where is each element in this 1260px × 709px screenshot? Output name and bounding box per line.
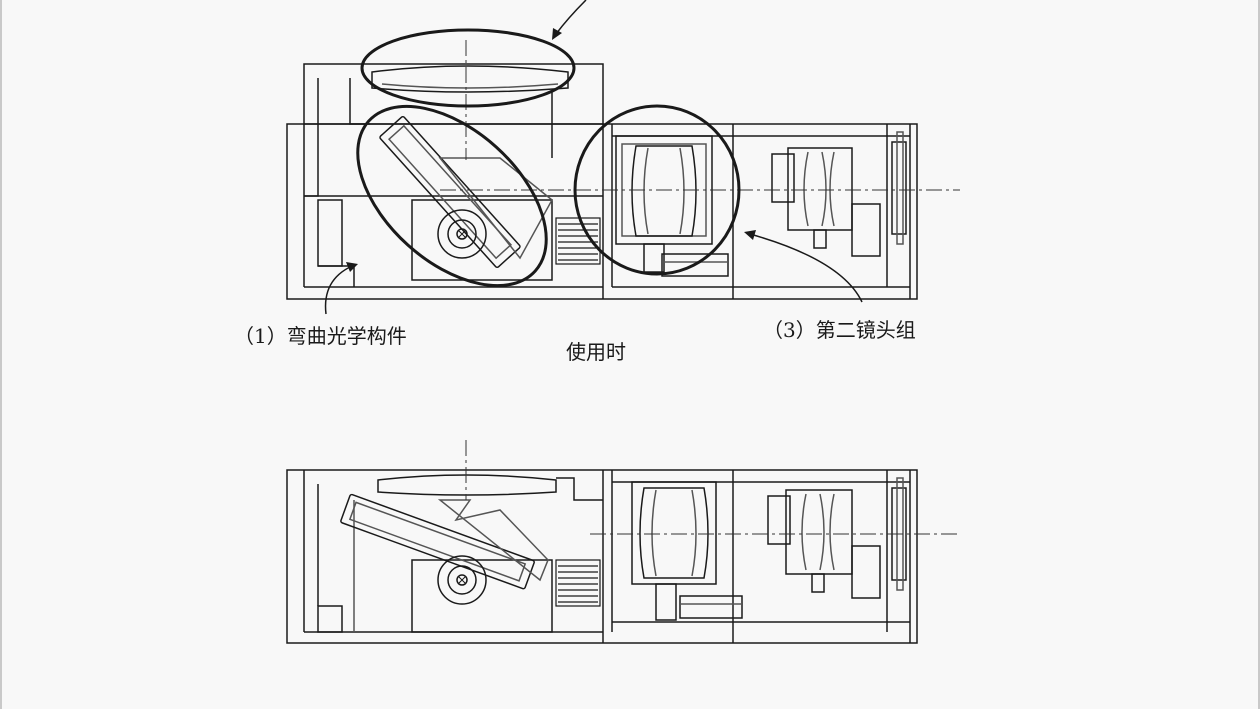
pivot-cross [458, 230, 466, 238]
lens3-bracket-top [771, 153, 795, 203]
callout-line-bending [324, 265, 353, 315]
pivot-cross-b [458, 576, 466, 584]
lens3-housing-top [787, 147, 853, 231]
left-bracket [317, 199, 343, 267]
lens3-block-bottom [851, 545, 881, 599]
prism-post [349, 78, 370, 125]
pivot-middle-b [447, 565, 477, 595]
sensor-edge-top [896, 131, 904, 245]
bending-mirror [379, 115, 521, 269]
callout-line-first-lens [555, 0, 587, 35]
top-lens [371, 65, 569, 93]
spring-top [555, 217, 601, 265]
pivot-outer-b [437, 555, 487, 605]
top-lens-retracted [377, 474, 557, 496]
housing-outer-bottom [286, 469, 918, 644]
mirror-wedge-b [437, 499, 549, 582]
lens3-stem-top [813, 229, 827, 249]
lens3-block-top [851, 203, 881, 257]
label-in-use: 使用时 [566, 340, 626, 364]
highlight-second-lens [573, 104, 741, 276]
lens3-housing-bottom [785, 489, 853, 575]
prism-housing-top [303, 63, 604, 125]
lens3-elements-top [803, 151, 835, 227]
highlight-bending-component [356, 104, 548, 288]
lens-slider-bottom [679, 595, 743, 619]
pivot-middle [447, 219, 477, 249]
lens3-elements-bottom [801, 493, 835, 571]
lens-module-bottom [631, 481, 717, 585]
lens-element-inner-bottom [651, 489, 697, 577]
spring-bottom [555, 559, 601, 607]
callout-arrowhead-first-lens [552, 28, 562, 40]
lens3-bracket-bottom [767, 495, 791, 545]
label-bending-optical-component: （1）弯曲光学构件 [234, 324, 407, 348]
lens-element-top [631, 145, 697, 237]
sensor-plate-top [891, 141, 907, 235]
lens-stem-top [643, 243, 665, 273]
left-border [0, 0, 2, 709]
pivot-center [456, 228, 468, 240]
assembly-retracted [286, 440, 960, 644]
bending-mirror-retracted [340, 493, 535, 590]
callout-arrowhead-second-lens [744, 230, 756, 240]
assembly-in-use [286, 0, 960, 315]
lens-slider-top [661, 253, 729, 277]
right-lens-step-b [556, 477, 603, 501]
left-inner-wall [304, 78, 319, 197]
lens-element-inner-top [643, 147, 685, 235]
rotation-base-b [411, 559, 553, 633]
pivot-outer [437, 209, 487, 259]
housing-outer-top [286, 123, 918, 300]
lens-element-bottom [639, 487, 709, 579]
lens3-stem-bottom [811, 573, 825, 593]
callout-arrowhead-bending [346, 262, 358, 272]
left-foot-b [317, 605, 343, 633]
top-lens-inner [381, 83, 559, 89]
label-second-lens-group: （3）第二镜头组 [763, 318, 916, 342]
right-border [1258, 0, 1260, 709]
callout-line-second-lens [749, 233, 863, 303]
highlight-first-lens [360, 28, 576, 108]
rotation-base [411, 199, 553, 281]
lens-stem-bottom [655, 583, 677, 621]
mirror-wedge [438, 157, 553, 260]
pivot-center-b [456, 574, 468, 586]
